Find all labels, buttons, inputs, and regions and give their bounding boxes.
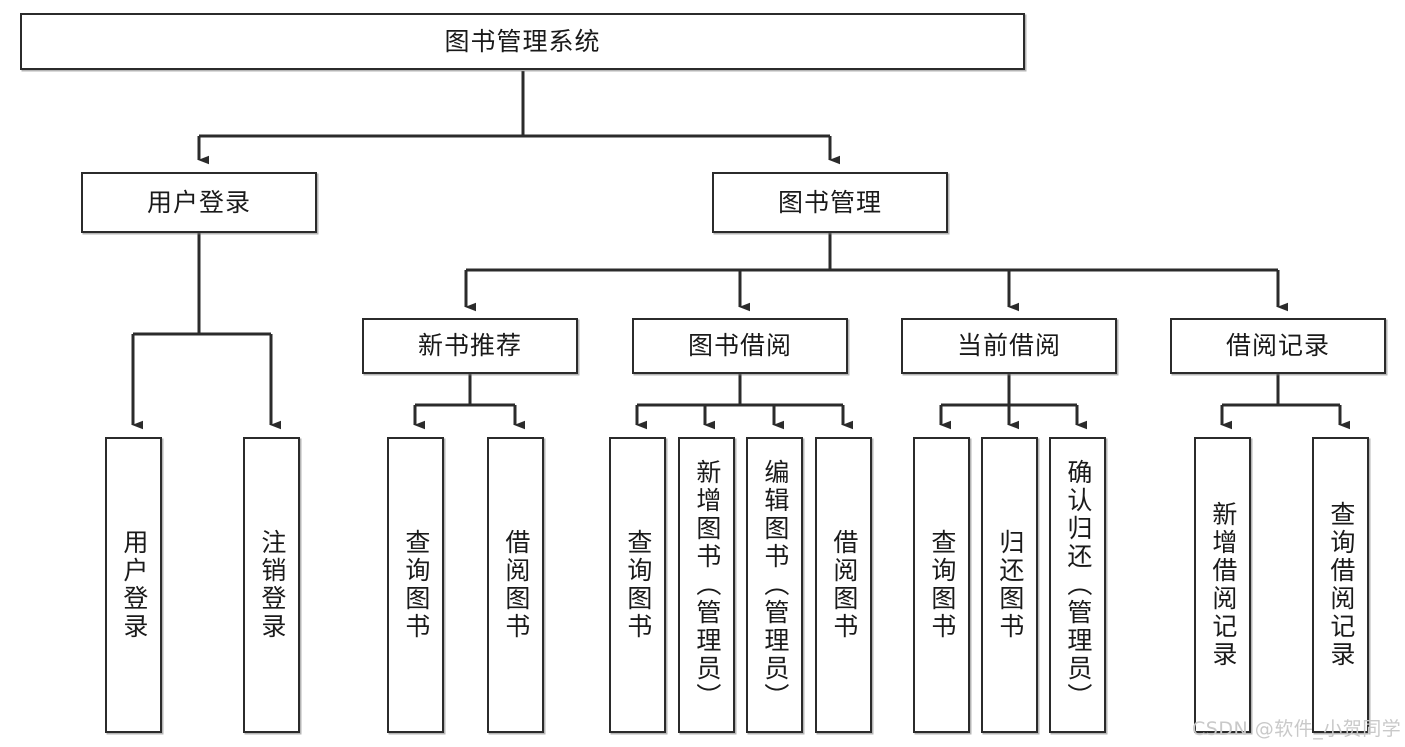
leaf-query-book-3-label: 查询图书	[927, 529, 957, 641]
node-root[interactable]: 图书管理系统	[20, 13, 1025, 70]
node-user-login-label: 用户登录	[146, 187, 251, 217]
leaf-return-book-label: 归还图书	[995, 529, 1025, 641]
leaf-return-book[interactable]: 归还图书	[981, 437, 1038, 733]
leaf-logout[interactable]: 注销登录	[243, 437, 300, 733]
leaf-query-book-1-label: 查询图书	[401, 529, 431, 641]
node-new-book-recommend[interactable]: 新书推荐	[362, 318, 578, 374]
node-root-label: 图书管理系统	[444, 26, 601, 56]
leaf-edit-book-label: 编辑图书（管理员）	[760, 459, 790, 711]
leaf-query-book-2-label: 查询图书	[623, 529, 653, 641]
leaf-edit-book[interactable]: 编辑图书（管理员）	[746, 437, 803, 733]
node-borrow-record[interactable]: 借阅记录	[1170, 318, 1386, 374]
node-current-borrow[interactable]: 当前借阅	[901, 318, 1117, 374]
leaf-query-book-2[interactable]: 查询图书	[609, 437, 666, 733]
node-borrow-record-label: 借阅记录	[1225, 331, 1330, 361]
leaf-query-book-1[interactable]: 查询图书	[387, 437, 444, 733]
csdn-watermark: CSDN @软件_小贺同学	[1192, 718, 1402, 740]
leaf-borrow-book-2-label: 借阅图书	[829, 529, 859, 641]
leaf-borrow-book-1[interactable]: 借阅图书	[487, 437, 544, 733]
leaf-add-book-label: 新增图书（管理员）	[692, 459, 722, 711]
leaf-confirm-return[interactable]: 确认归还（管理员）	[1049, 437, 1106, 733]
node-book-manage-label: 图书管理	[777, 187, 882, 217]
leaf-logout-label: 注销登录	[257, 529, 287, 641]
leaf-user-login-label: 用户登录	[119, 529, 149, 641]
leaf-query-record-label: 查询借阅记录	[1326, 501, 1356, 669]
leaf-add-book[interactable]: 新增图书（管理员）	[678, 437, 735, 733]
node-user-login[interactable]: 用户登录	[81, 172, 317, 233]
leaf-query-record[interactable]: 查询借阅记录	[1312, 437, 1369, 733]
leaf-add-record-label: 新增借阅记录	[1208, 501, 1238, 669]
node-current-borrow-label: 当前借阅	[956, 331, 1061, 361]
leaf-user-login[interactable]: 用户登录	[105, 437, 162, 733]
leaf-query-book-3[interactable]: 查询图书	[913, 437, 970, 733]
leaf-confirm-return-label: 确认归还（管理员）	[1063, 459, 1093, 711]
node-book-manage[interactable]: 图书管理	[712, 172, 948, 233]
node-book-borrow[interactable]: 图书借阅	[632, 318, 848, 374]
leaf-borrow-book-1-label: 借阅图书	[501, 529, 531, 641]
leaf-add-record[interactable]: 新增借阅记录	[1194, 437, 1251, 733]
leaf-borrow-book-2[interactable]: 借阅图书	[815, 437, 872, 733]
node-new-book-recommend-label: 新书推荐	[417, 331, 522, 361]
node-book-borrow-label: 图书借阅	[687, 331, 792, 361]
